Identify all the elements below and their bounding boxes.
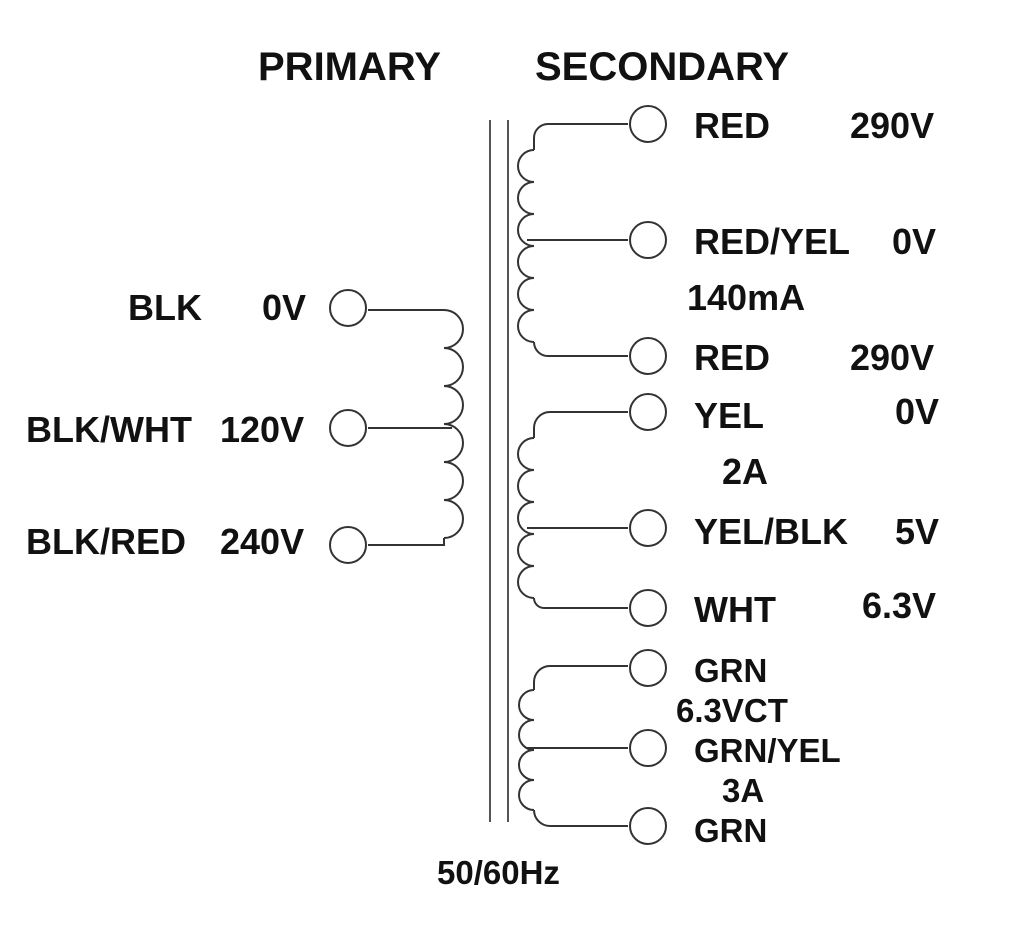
secondary-heater-winding: GRN 6.3VCT GRN/YEL 3A GRN (518, 649, 841, 849)
terminal-grn-top[interactable] (629, 649, 667, 687)
primary-color-label: BLK/WHT (26, 409, 192, 450)
primary-heading: PRIMARY (258, 45, 441, 89)
secondary-color-label: YEL/BLK (694, 511, 848, 552)
primary-voltage-label: 0V (262, 287, 306, 328)
secondary-color-label: GRN (694, 652, 767, 689)
secondary-5v-winding: YEL 0V 2A YEL/BLK 5V WHT 6.3V (517, 391, 939, 630)
lv-lead-bottom (533, 597, 628, 609)
terminal-yel[interactable] (629, 393, 667, 431)
secondary-color-label: GRN/YEL (694, 732, 841, 769)
primary-winding: BLK 0V BLK/WHT 120V BLK/RED 240V (26, 287, 464, 564)
ht-lead-bottom (533, 341, 628, 357)
heater-lead-bottom (533, 809, 628, 827)
terminal-red-bottom[interactable] (629, 337, 667, 375)
terminal-yel-blk[interactable] (629, 509, 667, 547)
terminal-red-yel[interactable] (629, 221, 667, 259)
terminal-grn-yel[interactable] (629, 729, 667, 767)
lv-current-label: 2A (722, 451, 768, 492)
secondary-color-label: RED (694, 337, 770, 378)
secondary-color-label: YEL (694, 395, 764, 436)
heater-current-label: 3A (722, 772, 764, 809)
secondary-voltage-label: 6.3V (862, 585, 936, 626)
primary-voltage-label: 120V (220, 409, 304, 450)
secondary-voltage-label: 0V (895, 391, 939, 432)
primary-color-label: BLK (128, 287, 202, 328)
terminal-red-top[interactable] (629, 105, 667, 143)
secondary-voltage-label: 290V (850, 105, 934, 146)
primary-voltage-label: 240V (220, 521, 304, 562)
frequency-label: 50/60Hz (437, 854, 560, 891)
secondary-color-label: WHT (694, 589, 776, 630)
terminal-blk-red[interactable] (329, 526, 367, 564)
terminal-grn-bottom[interactable] (629, 807, 667, 845)
primary-lead-240v (368, 538, 445, 546)
heater-lead-top (533, 665, 628, 690)
ht-current-label: 140mA (687, 277, 805, 318)
ht-coil (517, 149, 535, 343)
ht-lead-top (533, 123, 628, 150)
lv-coil (517, 437, 535, 599)
secondary-heading: SECONDARY (535, 45, 789, 89)
primary-coil (443, 309, 464, 539)
secondary-color-label: GRN (694, 812, 767, 849)
terminal-blk[interactable] (329, 289, 367, 327)
terminal-wht[interactable] (629, 589, 667, 627)
secondary-voltage-label: 0V (892, 221, 936, 262)
secondary-color-label: RED/YEL (694, 221, 850, 262)
heater-coil (518, 689, 535, 811)
lv-lead-top (533, 411, 628, 438)
secondary-color-label: RED (694, 105, 770, 146)
secondary-voltage-label: 290V (850, 337, 934, 378)
heater-rating-label: 6.3VCT (676, 692, 788, 729)
secondary-voltage-label: 5V (895, 511, 939, 552)
secondary-ht-winding: RED 290V RED/YEL 0V 140mA RED 290V (517, 105, 936, 378)
primary-color-label: BLK/RED (26, 521, 186, 562)
terminal-blk-wht[interactable] (329, 409, 367, 447)
